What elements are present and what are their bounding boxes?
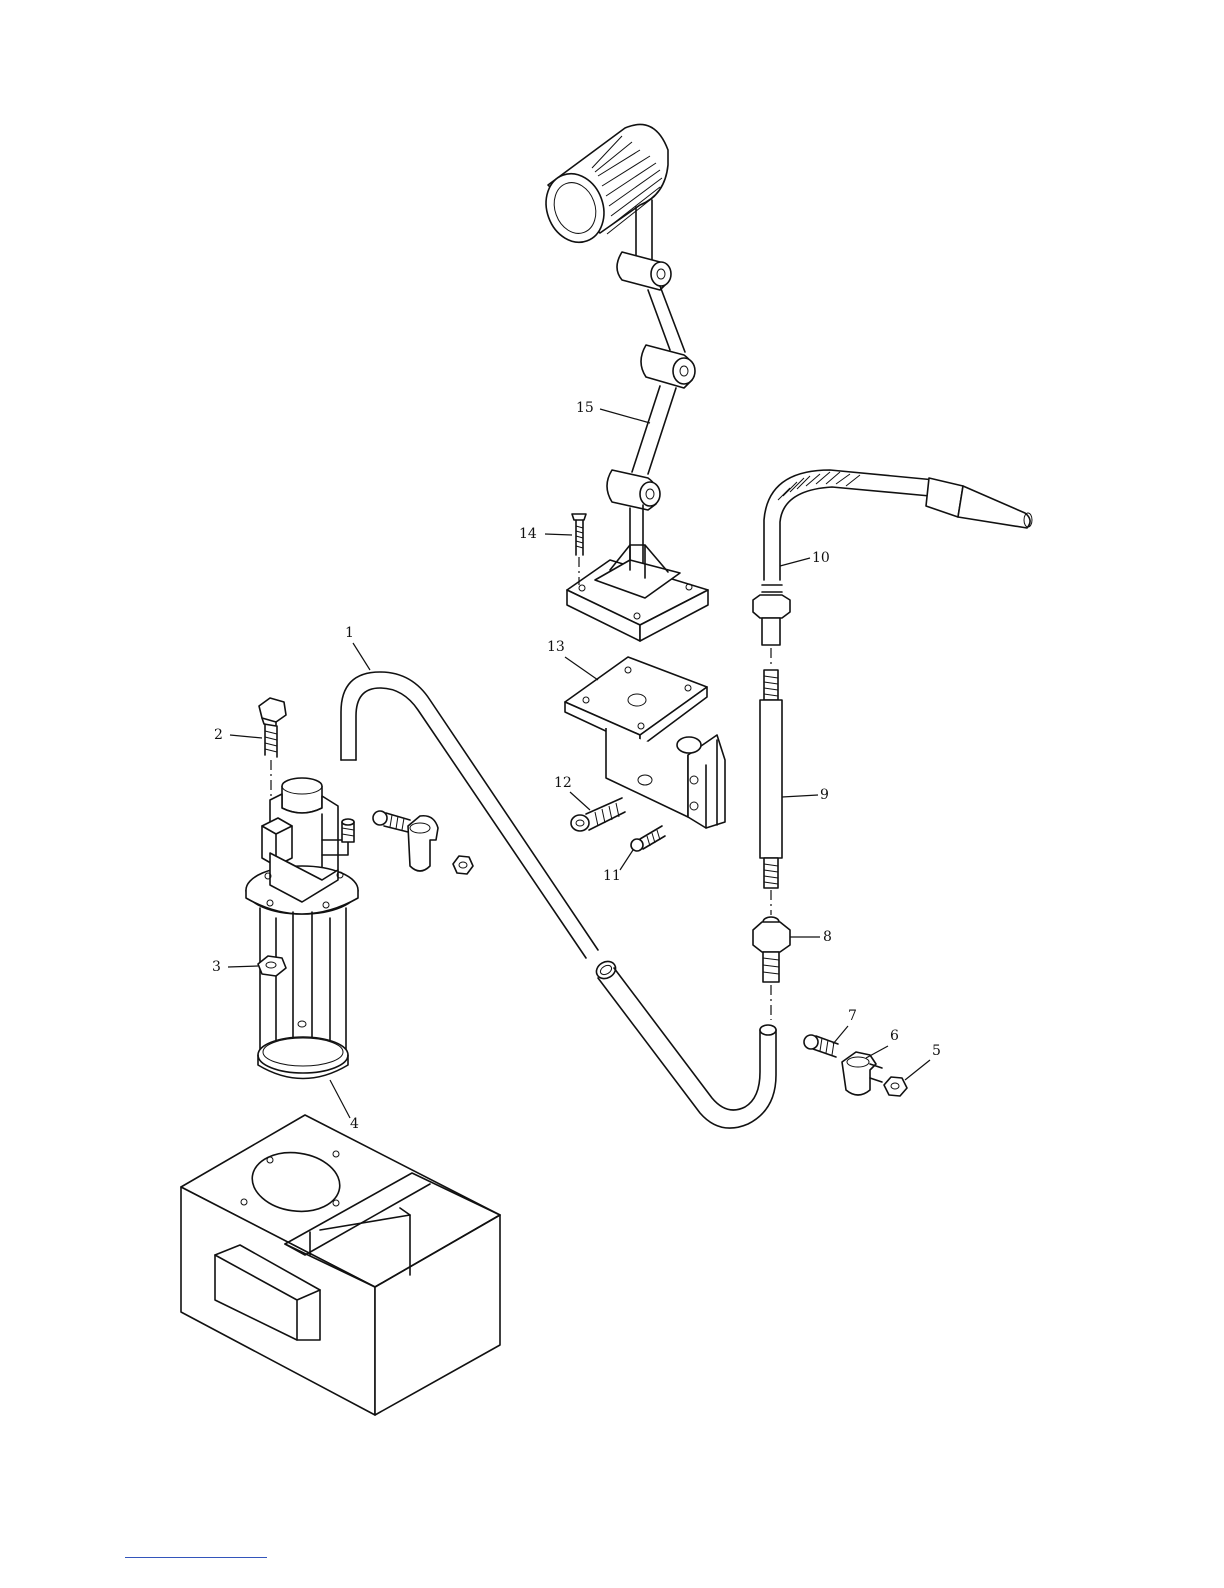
label-6: 6 <box>890 1028 899 1044</box>
part-11-cap-screw <box>631 826 665 851</box>
part-13-mounting-bracket <box>565 657 725 828</box>
label-4: 4 <box>350 1116 359 1132</box>
label-5: 5 <box>932 1043 941 1059</box>
part-14-screw <box>572 514 586 585</box>
part-9-extension-tube <box>760 670 782 915</box>
pump-mount-clamp <box>373 811 473 874</box>
label-1: 1 <box>345 625 354 641</box>
footer-rule <box>125 1557 267 1558</box>
label-12: 12 <box>554 775 572 791</box>
label-8: 8 <box>823 929 832 945</box>
part-10-flexible-nozzle <box>753 470 1032 668</box>
label-7: 7 <box>848 1008 857 1024</box>
label-13: 13 <box>547 639 565 655</box>
part-15-work-lamp <box>537 124 708 641</box>
part-5-nut <box>884 1077 907 1096</box>
label-14: 14 <box>519 526 537 542</box>
label-3: 3 <box>212 959 221 975</box>
part-8-adapter-fitting <box>753 917 790 1020</box>
part-4-coolant-pump <box>246 778 358 1079</box>
part-3-nut <box>258 956 286 976</box>
coolant-tank <box>181 1115 500 1415</box>
part-6-clamp <box>842 1052 882 1095</box>
label-10: 10 <box>812 550 830 566</box>
part-7-screw <box>804 1035 838 1057</box>
label-15: 15 <box>576 400 594 416</box>
label-2: 2 <box>214 727 223 743</box>
label-11: 11 <box>603 868 621 884</box>
callout-labels: 1 2 3 4 5 6 7 8 9 10 11 12 13 14 15 <box>212 400 941 1132</box>
part-12-cap-screw <box>571 798 625 831</box>
label-9: 9 <box>820 787 829 803</box>
